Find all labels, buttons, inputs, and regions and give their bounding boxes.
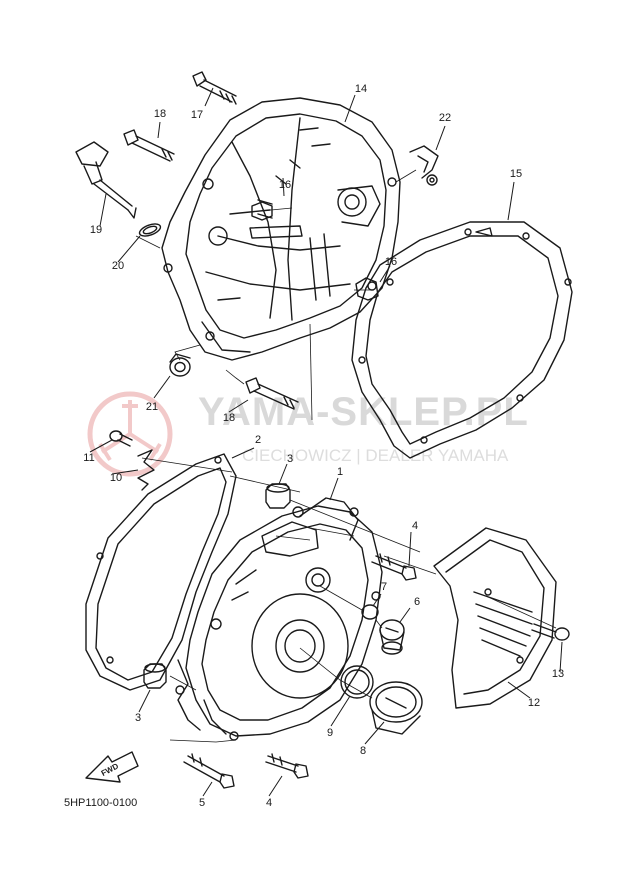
callout-4-upper: 4 — [412, 520, 418, 532]
callout-14: 14 — [355, 83, 367, 95]
plug-6 — [379, 619, 405, 655]
clip-10 — [137, 449, 155, 491]
callout-8: 8 — [360, 745, 366, 757]
oil-seal-21 — [169, 353, 191, 377]
dowel-pin-16-right — [355, 277, 379, 301]
watermark: YAMA-SKLEP.PL CIECHOWICZ | DEALER YAMAHA — [80, 390, 638, 480]
callout-4-lower: 4 — [266, 797, 272, 809]
leader-lines — [89, 87, 563, 797]
dowel-pin-3-upper — [265, 483, 291, 509]
dowel-pin-16-upper — [251, 201, 273, 221]
bolt-18-lower — [245, 377, 299, 410]
gasket-2 — [85, 453, 237, 691]
plug-8 — [369, 681, 423, 735]
callout-11: 11 — [83, 452, 94, 464]
callout-9: 9 — [327, 727, 333, 739]
callout-20: 20 — [112, 260, 124, 272]
o-ring-9 — [340, 665, 374, 699]
alignment-lines — [135, 169, 557, 743]
bolt-17 — [192, 71, 237, 105]
screw-11 — [109, 430, 133, 447]
callout-22: 22 — [439, 112, 451, 124]
callout-15: 15 — [510, 168, 522, 180]
callout-7: 7 — [381, 581, 387, 593]
callout-labels: 14 18 17 22 16 15 19 20 16 21 18 2 11 3 … — [83, 83, 564, 809]
callout-17: 17 — [191, 109, 203, 121]
o-ring-20 — [138, 223, 162, 237]
bolt-5 — [183, 753, 235, 789]
callout-18-upper: 18 — [154, 108, 166, 120]
crankcase-cover-lower — [175, 497, 383, 741]
callout-13: 13 — [552, 668, 564, 680]
gasket-15 — [351, 221, 573, 459]
cover-12 — [433, 527, 557, 709]
diagram-code: 5HP1100-0100 — [64, 797, 137, 809]
callout-2: 2 — [255, 434, 261, 446]
oil-dipstick-19 — [75, 141, 137, 219]
o-ring-7 — [361, 604, 379, 620]
watermark-title: YAMA-SKLEP.PL — [198, 390, 529, 434]
bolt-4-lower — [265, 753, 309, 779]
crankcase-cover-upper — [161, 97, 401, 361]
callout-5: 5 — [199, 797, 205, 809]
clamp-22 — [409, 145, 439, 186]
callout-10: 10 — [110, 472, 122, 484]
bolt-4-upper — [371, 553, 417, 581]
callout-1: 1 — [337, 466, 343, 478]
callout-12: 12 — [528, 697, 540, 709]
callout-18-lower: 18 — [223, 412, 235, 424]
callout-6: 6 — [414, 596, 420, 608]
callout-16-upper: 16 — [279, 179, 291, 191]
callout-3-upper: 3 — [287, 453, 293, 465]
callout-3-lower: 3 — [135, 712, 141, 724]
bolt-18-upper — [123, 129, 175, 162]
callout-16-right: 16 — [385, 256, 397, 268]
callout-19: 19 — [90, 224, 102, 236]
callout-21: 21 — [146, 401, 158, 413]
fwd-arrow-icon — [85, 751, 139, 783]
watermark-subtitle: CIECHOWICZ | DEALER YAMAHA — [242, 446, 509, 465]
bolt-13 — [531, 623, 570, 641]
